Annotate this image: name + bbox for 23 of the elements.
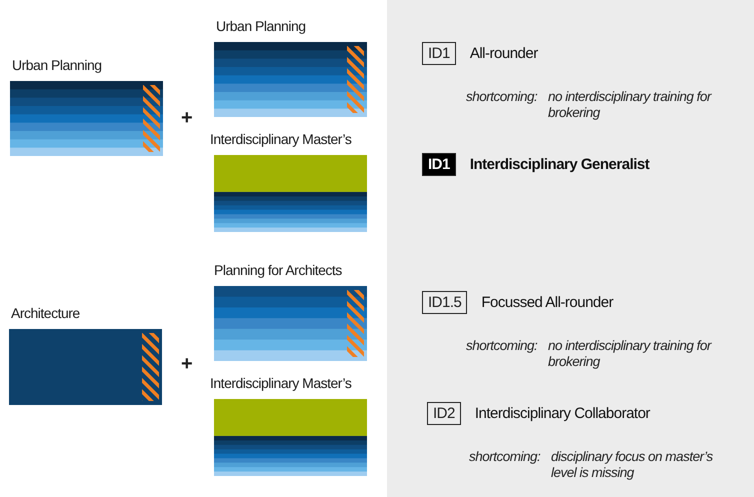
plus-sign: + (181, 356, 192, 372)
course-title: Interdisciplinary Master’s (210, 375, 352, 391)
id-badge: ID2 (427, 402, 461, 425)
course-title: Urban Planning (216, 18, 306, 34)
profile-name: All-rounder (470, 45, 538, 62)
side-panel (387, 0, 754, 497)
shortcoming-text: no interdisciplinary training for brokering (548, 89, 713, 121)
id-badge: ID1.5 (422, 291, 468, 314)
shortcoming-label: shortcoming: (466, 89, 538, 105)
id-badge: ID1 (422, 153, 456, 176)
profile-name: Interdisciplinary Collaborator (474, 405, 650, 422)
shortcoming-text: no interdisciplinary training for brokering (548, 338, 713, 370)
course-title: Planning for Architects (214, 262, 342, 278)
plus-sign: + (181, 110, 192, 126)
profile-name: Interdisciplinary Generalist (470, 156, 650, 173)
course-title: Urban Planning (12, 57, 102, 73)
course-title: Interdisciplinary Master’s (210, 131, 352, 147)
shortcoming-label: shortcoming: (466, 338, 538, 354)
shortcoming-text: disciplinary focus on master’s level is missing (551, 449, 714, 481)
id-badge: ID1 (422, 42, 456, 65)
profile-name: Focussed All-rounder (481, 294, 614, 311)
shortcoming-label: shortcoming: (469, 449, 540, 465)
course-title: Architecture (11, 305, 80, 321)
